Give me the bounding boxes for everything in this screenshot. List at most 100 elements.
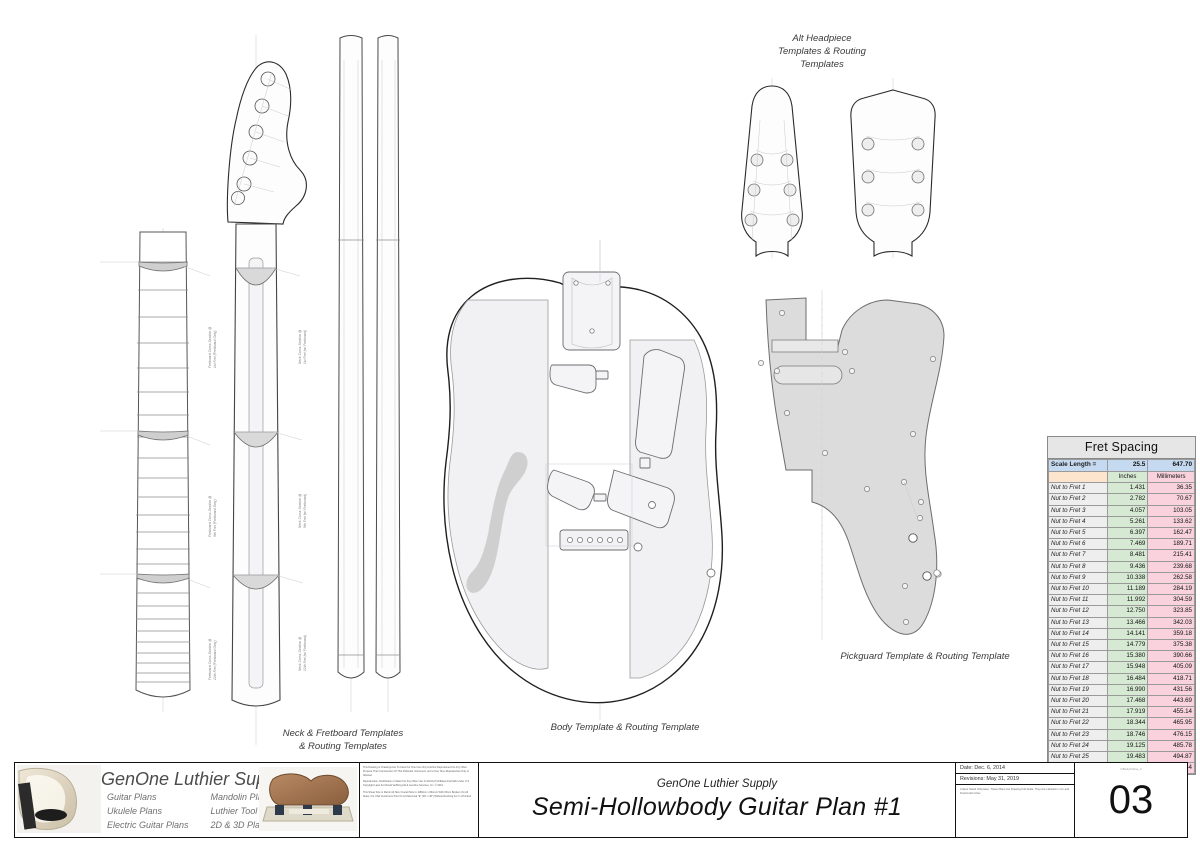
alt-headpiece-left-guides (749, 119, 795, 241)
neck-side-profile-2 (375, 35, 401, 679)
fret-nm-cell: Nut to Fret 12 (1048, 605, 1108, 618)
fret-inch-cell: 4.057 (1106, 504, 1149, 517)
body-construction-lines (545, 240, 633, 547)
title-block: GenOne Luthier Supplies Guitar Plans Uku… (14, 762, 1188, 838)
technical-drawing-canvas (100, 35, 945, 745)
fret-mm-cell: 304.59 (1147, 594, 1195, 607)
fret-nm-cell: Nut to Fret 6 (1048, 538, 1108, 551)
fret-mm-cell: 70.67 (1147, 493, 1195, 506)
fret-nm-cell: Nut to Fret 7 (1048, 549, 1108, 562)
fret-inch-cell: 18.344 (1106, 717, 1149, 730)
fret-nm-cell: Nut to Fret 19 (1048, 683, 1108, 697)
product-item: 2D & 3D Plans (210, 819, 270, 830)
fret-inch-cell: 19.125 (1106, 739, 1149, 753)
fret-nm-cell: Nut to Fret 14 (1048, 627, 1108, 641)
fret-inch-cell: 9.436 (1106, 560, 1149, 573)
company-name: GenOne Luthier Supply (656, 778, 778, 790)
neck-pocket-route (562, 271, 621, 351)
label-neck-fretboard: Neck & Fretboard Templates & Routing Tem… (282, 728, 404, 752)
fret-inch-cell: 18.746 (1106, 728, 1149, 741)
fret-nm-cell: Nut to Fret 20 (1048, 695, 1108, 708)
fret-inch-cell: 6.397 (1106, 527, 1149, 540)
fret-inch-cell: 17.919 (1106, 706, 1149, 719)
fret-inch-cell: 1.431 (1106, 482, 1149, 495)
fret-nm-cell: Nut to Fret 1 (1048, 482, 1108, 495)
fret-inch-cell: 13.466 (1106, 616, 1149, 629)
unit-blank (1048, 470, 1108, 484)
fret-mm-cell: 262.58 (1147, 571, 1195, 585)
fret-nm-cell: Nut to Fret 24 (1048, 739, 1108, 753)
callout-fretboard-9th: Fretboard Cross-Section @ 9th Fret (Fret… (208, 495, 217, 537)
fret-mm-cell: 443.69 (1147, 695, 1195, 708)
pickguard-guides (821, 300, 919, 600)
fret-mm-cell: 284.19 (1147, 583, 1195, 596)
drawing-date: Date: Dec. 6, 2014 (956, 763, 1074, 774)
fret-mm-cell: 342.03 (1147, 616, 1195, 629)
label-body-template: Body Template & Routing Template (550, 722, 700, 733)
fret-mm-cell: 162.47 (1147, 527, 1195, 540)
product-lists: Guitar Plans Ukulele Plans Electric Guit… (107, 791, 282, 833)
fret-nm-cell: Nut to Fret 18 (1048, 672, 1108, 685)
callout-neck-1st: Neck Cross-Section @ 1st Fret (w/ Fretbo… (298, 329, 307, 364)
fret-nm-cell: Nut to Fret 11 (1048, 594, 1108, 607)
fret-mm-cell: 215.41 (1147, 549, 1195, 562)
pickguard-template (765, 297, 945, 635)
fret-table-body: Scale Length = 25.5 647.70 Inches Millim… (1048, 459, 1195, 775)
fret-mm-cell: 431.56 (1147, 683, 1195, 697)
control-cavity-route (635, 349, 685, 469)
product-item: Guitar Plans (107, 792, 157, 802)
fret-inch-cell: 2.782 (1106, 493, 1149, 506)
fretboard-section-leaders (100, 261, 211, 589)
label-pickguard-template: Pickguard Template & Routing Template (840, 651, 1010, 662)
fret-mm-cell: 323.85 (1147, 605, 1195, 618)
scale-note: Unless Noted Otherwise, These Plans Are … (960, 788, 1070, 796)
page-number: 03 (1108, 778, 1154, 822)
fretboard-template (135, 231, 191, 698)
fret-nm-cell: Nut to Fret 4 (1048, 515, 1108, 529)
pickguard-knob-holes (908, 533, 932, 581)
callout-neck-9th: Neck Cross-Section @ 9th Fret (w/ Fretbo… (298, 493, 307, 528)
tuner-centerline (233, 71, 293, 207)
page-panel: GBodyOnline_3 03 (1075, 763, 1187, 837)
fret-nm-cell: Nut to Fret 22 (1048, 717, 1108, 730)
fret-mm-cell: 239.68 (1147, 560, 1195, 573)
title-panel: GenOne Luthier Supply Semi-Hollowbody Gu… (479, 763, 956, 837)
scale-length-row: Scale Length = 25.5 647.70 (1048, 459, 1195, 472)
fret-inch-cell: 14.779 (1106, 639, 1149, 652)
neck-pickup-route (549, 364, 609, 394)
product-col-1: Guitar Plans Ukulele Plans Electric Guit… (107, 791, 189, 833)
fret-mm-cell: 189.71 (1147, 538, 1195, 551)
fret-mm-cell: 103.05 (1147, 504, 1195, 517)
fine-print-1: This Drawing or Drawings Are To Used For… (363, 766, 469, 777)
product-item: Ukulele Plans (107, 805, 163, 816)
pickguard-screw-holes (758, 310, 942, 625)
bridge-plate (559, 529, 629, 551)
fret-inch-cell: 12.750 (1106, 605, 1149, 618)
fret-mm-cell: 476.15 (1147, 728, 1195, 741)
callout-fretboard-12th: Fretboard Cross-Section @ 12th Fret (Fre… (208, 638, 217, 680)
alt-headpiece-right-guides (865, 135, 921, 207)
fret-inch-cell: 16.990 (1106, 683, 1149, 697)
fine-print-3: This Sheet Size Is Metric A0 Size Overal… (363, 790, 472, 798)
fret-nm-cell: Nut to Fret 21 (1048, 706, 1108, 719)
unit-millimeters: Millimeters (1147, 470, 1195, 484)
drawing-revisions: Revisions: May 31, 2019 (956, 774, 1074, 785)
fret-spacing-table: Fret Spacing Scale Length = 25.5 647.70 … (1047, 436, 1196, 776)
fret-mm-cell: 375.38 (1147, 639, 1195, 652)
fret-mm-cell: 133.62 (1147, 515, 1195, 529)
f-hole (466, 452, 528, 593)
